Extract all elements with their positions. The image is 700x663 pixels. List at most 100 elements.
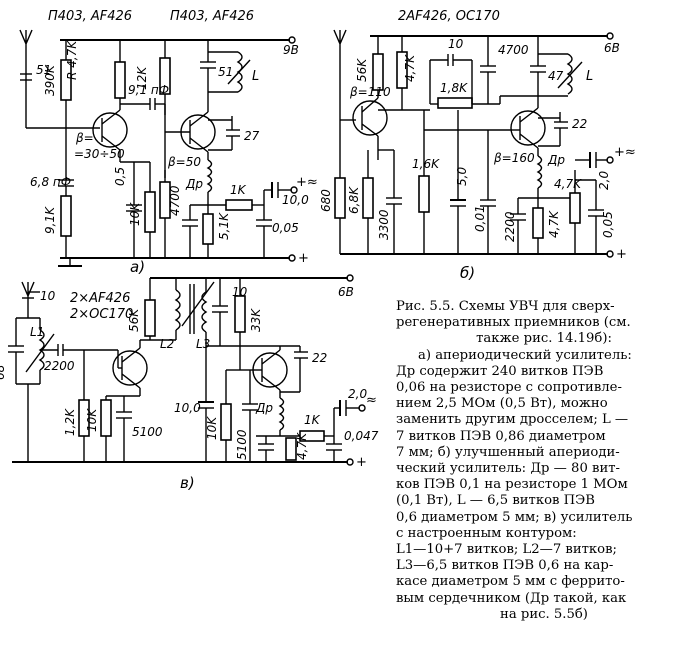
antenna-b-icon	[333, 29, 347, 120]
cap-91pf-label: 9,1 пФ	[128, 83, 169, 97]
cap-001-label: 0,01	[473, 205, 487, 232]
r-47k-c2-label: 4,7K	[295, 432, 309, 460]
cap-2200-b-label: 2200	[503, 211, 517, 242]
caption-line: L1—10+7 витков; L2—7 витков;	[396, 542, 617, 558]
transistor-type-c1-label: 2×AF426	[70, 291, 130, 306]
r-47k-b-label: 4,7K	[403, 54, 417, 82]
supply-c-label: 6В	[338, 285, 354, 299]
r-47k-c-label: 4,7K	[547, 210, 561, 238]
cap-05-label: 0,5	[113, 167, 127, 186]
resistor-9-1k	[60, 195, 72, 237]
r-33k-label: 33K	[249, 308, 263, 332]
beta-b2-label: β=160	[493, 151, 535, 165]
cap-68-c-label: 68	[0, 364, 7, 380]
cap-20-c-label: 2,0	[348, 387, 367, 401]
caption-line: касе диаметром 5 мм с феррито-	[396, 574, 625, 590]
choke-c-label: Др	[255, 401, 273, 415]
resistor-10k-c2	[220, 403, 232, 441]
r-47k-out-label: 4,7K	[554, 177, 582, 191]
resistor-680	[334, 177, 346, 219]
diagram-b: 2AF426, OC170 6В 56K 4,7K 10 4700 47 L β…	[319, 9, 636, 282]
r-16k-label: 1,6K	[412, 157, 440, 171]
r-51k-label: 5,1K	[217, 212, 231, 240]
r-10k-label: 10K	[128, 202, 142, 226]
caption-line: вым сердечником (Др такой, как	[396, 590, 627, 606]
caption-line: а) апериодический усилитель:	[418, 347, 632, 363]
r-47k-label: R 4,7K	[65, 40, 79, 80]
cap-3300-label: 3300	[377, 209, 391, 240]
transistor-type-label-2: П403, AF426	[170, 9, 254, 24]
r-4700-label: 4700	[168, 185, 182, 216]
cap-22-c-label: 22	[312, 351, 327, 365]
inductor-l2-icon	[174, 289, 181, 331]
caption-line: также рис. 14.19б):	[476, 331, 612, 347]
cap-51-label: 51	[36, 63, 51, 77]
choke-icon	[206, 159, 213, 193]
caption-line: 0,6 диаметром 5 мм; в) усилитель	[396, 509, 633, 525]
beta-b1-label: β=110	[349, 85, 391, 99]
output-plus-label: +≈	[296, 175, 318, 190]
resistor-4-7k-c	[532, 207, 544, 239]
r-10k-c2-label: 10K	[205, 416, 219, 440]
resistor-1-8k	[437, 97, 473, 109]
caption-line: нием 2,5 МОм (0,5 Вт), можно	[396, 396, 608, 412]
cap-10-label: 10,0	[282, 193, 309, 207]
transistor-type-label: П403, AF426	[48, 9, 132, 24]
r-680-label: 680	[319, 189, 333, 212]
cap-20-b-label: 2,0	[597, 171, 611, 190]
resistor-4-7k-out	[569, 192, 581, 224]
caption-line: с настроенным контуром:	[396, 525, 577, 541]
resistor-56k-c	[144, 299, 156, 337]
r-1k-label: 1K	[230, 183, 247, 197]
transistor-b2-icon	[510, 110, 546, 146]
inductor-l3-label: L3	[196, 337, 210, 351]
cap-5100b-c-label: 5100	[235, 429, 249, 460]
r-68k-b-label: 6,8K	[347, 186, 361, 214]
choke-b-label: Др	[547, 153, 565, 167]
plus-rail-c-label: +	[356, 455, 367, 470]
choke-b-icon	[536, 155, 543, 189]
cap-47-b-label: 47	[548, 69, 564, 83]
transistor-1-icon	[92, 112, 128, 148]
inductor-l3-icon	[201, 291, 208, 333]
inductor-b-icon	[566, 53, 573, 95]
cap-005-label: 0,05	[272, 221, 299, 235]
resistor-4-7k-c2	[285, 437, 297, 461]
output-c-plus-label: ≈	[366, 393, 377, 408]
output-b-plus-label: +≈	[614, 145, 636, 160]
cap-4700-b-label: 4700	[498, 43, 529, 57]
r-10k-c-label: 10K	[85, 408, 99, 432]
caption-line: (0,1 Вт), L — 6,5 витков ПЭВ	[396, 493, 595, 509]
beta-1-value: =30÷50	[74, 147, 125, 161]
supply-b-label: 6В	[604, 41, 620, 55]
figure-caption: Рис. 5.5. Схемы УВЧ для сверх- регенерат…	[396, 299, 692, 623]
transistor-type-b-label: 2AF426, OC170	[398, 9, 500, 24]
transistor-b1-icon	[352, 100, 388, 136]
r-1k-c-label: 1K	[304, 413, 321, 427]
output-terminal-icon	[290, 186, 298, 194]
cap-68pf-label: 6,8 пФ	[30, 175, 71, 189]
antenna-c-icon	[21, 281, 35, 318]
resistor-5-1k	[202, 213, 214, 245]
resistor-1k	[225, 199, 253, 211]
r-390k-label: 390K	[43, 64, 57, 96]
cap-005-b-label: 0,05	[601, 211, 615, 238]
caption-line: 0,06 на резисторе с сопротивле-	[396, 380, 622, 396]
caption-line: L3—6,5 витков ПЭВ 0,6 на кар-	[396, 558, 614, 574]
cap-0047-label: 0,047	[344, 429, 379, 443]
diagram-a: П403, AF426 П403, AF426 9В 51 390K R 4,7…	[19, 9, 318, 276]
inductor-l-icon	[236, 51, 243, 93]
resistor-6-8k	[362, 177, 374, 219]
cap-5100-c-label: 5100	[132, 425, 163, 439]
r-56k-c-label: 56K	[127, 308, 141, 332]
transistor-type-c2-label: 2×OC170	[70, 307, 133, 322]
resistor-10k-c	[100, 399, 112, 437]
caption-line: 7 мм; б) улучшенный апериоди-	[396, 444, 620, 460]
inductor-l-label: L	[252, 69, 259, 84]
beta-2-label: β=50	[167, 155, 201, 169]
cap-10b-c-label: 10	[232, 285, 248, 299]
resistor-1-6k	[418, 175, 430, 213]
choke-label: Др	[185, 177, 203, 191]
transistor-c2-icon	[252, 352, 288, 388]
caption-line: Рис. 5.5. Схемы УВЧ для сверх-	[396, 299, 615, 314]
